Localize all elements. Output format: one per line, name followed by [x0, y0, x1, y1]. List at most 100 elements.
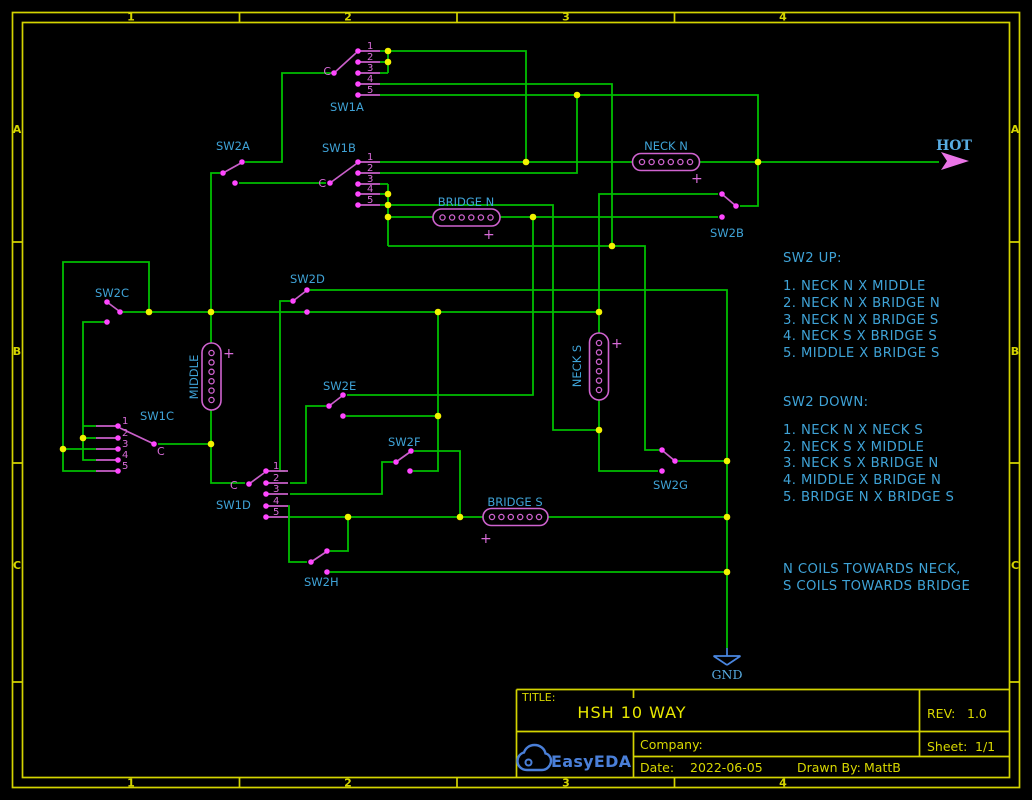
switch-sw2g[interactable]: SW2G [653, 447, 688, 492]
company-label: Company: [640, 737, 703, 752]
gnd-symbol-icon [713, 648, 741, 666]
ruler-row: C [1011, 559, 1019, 572]
ruler-col: 2 [344, 11, 352, 24]
switch-label: SW2D [290, 272, 325, 286]
common-label: C [323, 65, 331, 78]
pin-number: 1 [273, 461, 279, 472]
polarity-mark: + [480, 531, 492, 547]
title-block: TITLE: HSH 10 WAY REV: 1.0 Company: Shee… [515, 688, 1010, 778]
ruler-col: 3 [562, 11, 570, 24]
note-line: N COILS TOWARDS NECK, [783, 562, 961, 577]
note-title: SW2 UP: [783, 251, 842, 266]
title-block-lines [515, 688, 1010, 778]
note-line: 2. NECK N X BRIDGE N [783, 296, 940, 311]
pin-number: 4 [273, 496, 279, 507]
pin-number: 1 [367, 152, 373, 163]
note-sw2-up[interactable]: SW2 UP: 1. NECK N X MIDDLE 2. NECK N X B… [783, 251, 940, 361]
common-label: C [157, 445, 165, 458]
note-sw2-down[interactable]: SW2 DOWN: 1. NECK N X NECK S 2. NECK S X… [783, 395, 954, 505]
net-flag-hot[interactable]: HOT [936, 138, 973, 170]
common-label: C [230, 479, 238, 492]
note-line: 2. NECK S X MIDDLE [783, 440, 924, 455]
pickup-label: BRIDGE S [487, 495, 542, 509]
switch-sw1c[interactable]: 1 2 3 4 5 C SW1C [96, 409, 174, 474]
pin-number: 5 [122, 461, 128, 472]
easyeda-logo: EasyEDA [516, 743, 631, 772]
note-line: 4. NECK S X BRIDGE S [783, 329, 937, 344]
switch-sw1a[interactable]: 1 2 3 4 5 C SW1A [323, 41, 380, 114]
pickup-middle[interactable]: MIDDLE + [187, 342, 235, 411]
note-line: 5. MIDDLE X BRIDGE S [783, 346, 940, 361]
ruler-row: B [1011, 345, 1019, 358]
title-label: TITLE: [521, 691, 555, 704]
note-line: 3. NECK S X BRIDGE N [783, 456, 939, 471]
switch-sw2d[interactable]: SW2D [290, 272, 325, 315]
wires-left[interactable] [62, 172, 599, 484]
common-label: C [318, 177, 326, 190]
switch-label: SW1A [330, 100, 364, 114]
sheet-label: Sheet: [927, 739, 967, 754]
drawn-by-label: Drawn By: [797, 760, 861, 775]
pickup-label: MIDDLE [187, 355, 201, 400]
pin-number: 2 [122, 428, 128, 439]
note-coils[interactable]: N COILS TOWARDS NECK, S COILS TOWARDS BR… [783, 562, 970, 594]
switch-label: SW2A [216, 139, 250, 153]
polarity-mark: + [483, 227, 495, 243]
pin-number: 4 [122, 450, 128, 461]
pickup-bridge-s[interactable]: BRIDGE S + [480, 495, 549, 547]
ruler-col: 4 [779, 11, 787, 24]
frame-ticks [12, 12, 1020, 788]
rev-label: REV: [927, 706, 955, 721]
ruler-col: 2 [344, 777, 352, 790]
switch-label: SW2H [304, 575, 339, 589]
switch-sw2f[interactable]: SW2F [388, 435, 421, 474]
pin-number: 5 [367, 85, 373, 96]
pickup-label: BRIDGE N [438, 195, 495, 209]
pickup-neck-s[interactable]: NECK S + [570, 332, 623, 401]
switch-sw2a[interactable]: SW2A [216, 139, 250, 186]
date-value: 2022-06-05 [690, 760, 763, 775]
switch-sw2e[interactable]: SW2E [323, 379, 356, 419]
ruler-col: 4 [779, 777, 787, 790]
wires-mid[interactable] [279, 289, 728, 648]
switch-sw1d[interactable]: 1 2 3 4 5 C SW1D [216, 461, 288, 520]
switch-label: SW1C [140, 409, 174, 423]
rev-value: 1.0 [967, 706, 987, 721]
pin-number: 1 [367, 41, 373, 52]
pin-number: 2 [273, 473, 279, 484]
pin-number: 2 [367, 52, 373, 63]
ruler-row: B [13, 345, 21, 358]
hot-label: HOT [936, 138, 972, 154]
pin-number: 3 [273, 484, 279, 495]
note-line: 5. BRIDGE N X BRIDGE S [783, 490, 954, 505]
note-line: 1. NECK N X NECK S [783, 423, 923, 438]
wire-net[interactable] [62, 50, 939, 648]
junction-dots [59, 47, 762, 576]
note-line: S COILS TOWARDS BRIDGE [783, 579, 970, 594]
ruler-col: 1 [127, 777, 135, 790]
sheet-frame: 1 2 3 4 1 2 3 4 A B C A B C [11, 11, 1021, 790]
switch-label: SW2C [95, 286, 129, 300]
switch-sw2h[interactable]: SW2H [304, 548, 339, 589]
switch-sw2c[interactable]: SW2C [95, 286, 129, 325]
pin-number: 1 [122, 416, 128, 427]
pin-number: 4 [367, 74, 373, 85]
ruler-col: 1 [127, 11, 135, 24]
pin-number: 3 [122, 439, 128, 450]
net-flag-gnd[interactable]: GND [712, 648, 743, 682]
pin-number: 2 [367, 163, 373, 174]
pickup-neck-n[interactable]: NECK N + [631, 139, 703, 187]
polarity-mark: + [691, 171, 703, 187]
switch-sw1b[interactable]: 1 2 3 4 5 C SW1B [318, 141, 380, 208]
gnd-label: GND [712, 667, 743, 682]
pickup-bridge-n[interactable]: BRIDGE N + [432, 195, 501, 243]
pin-number: 5 [273, 507, 279, 518]
switch-label: SW1D [216, 498, 251, 512]
pin-number: 3 [367, 63, 373, 74]
switch-label: SW2E [323, 379, 356, 393]
pin-number: 3 [367, 174, 373, 185]
switch-sw2b[interactable]: SW2B [710, 191, 744, 240]
ruler-row: A [1011, 123, 1020, 136]
pickup-label: NECK N [644, 139, 688, 153]
